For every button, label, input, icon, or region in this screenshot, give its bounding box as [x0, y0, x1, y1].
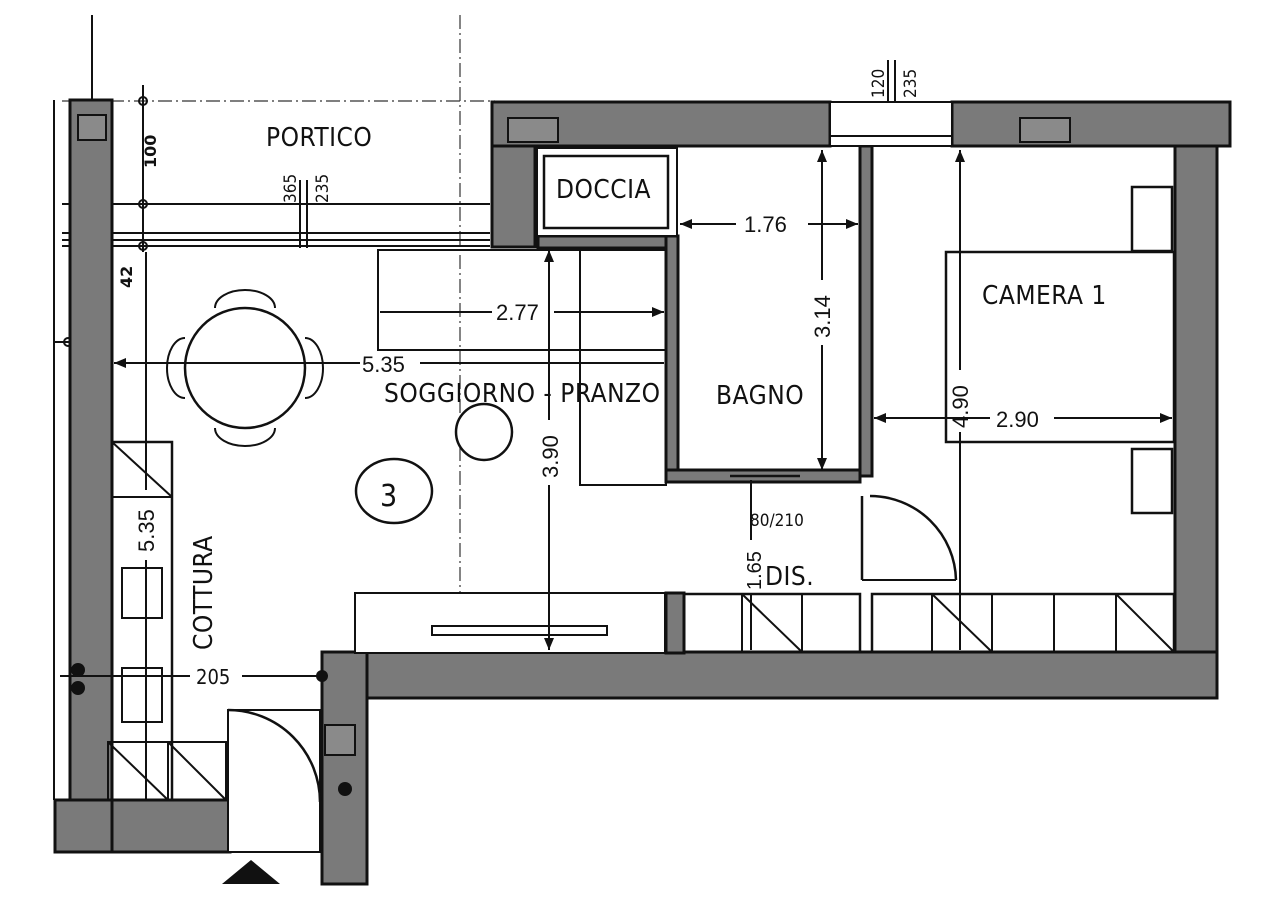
- dim-portico-b: 235: [313, 174, 333, 203]
- bottom-window: [354, 592, 666, 654]
- soggiorno-label: SOGGIORNO - PRANZO: [384, 379, 661, 409]
- dim-wall-42: 42: [117, 266, 136, 288]
- entry-door: [222, 708, 322, 884]
- bagno-label: BAGNO: [716, 381, 804, 411]
- bed: [944, 185, 1176, 515]
- dimension-lines: [60, 150, 1172, 800]
- doccia-box: [536, 147, 678, 237]
- unit-number: 3: [380, 479, 398, 514]
- dim-door-size: 80/210: [750, 511, 804, 531]
- dim-soggiorno-window: 2.77: [496, 300, 539, 325]
- portico-label: PORTICO: [266, 123, 372, 153]
- dim-dis-height: 1.65: [744, 551, 766, 590]
- wardrobes: [682, 592, 1176, 654]
- dim-window-top-b: 235: [901, 69, 921, 98]
- camera-label: CAMERA 1: [982, 281, 1107, 311]
- dim-portico-depth: 100: [141, 135, 160, 168]
- dim-soggiorno-height: 3.90: [538, 435, 563, 478]
- dim-portico-a: 365: [281, 174, 301, 203]
- dim-soggiorno-width: 5.35: [362, 352, 405, 377]
- dim-window-top-a: 120: [869, 69, 889, 98]
- soggiorno-units: [377, 249, 667, 486]
- unit-number-badge: [354, 457, 434, 525]
- dis-label: DIS.: [765, 562, 814, 592]
- top-window: [829, 101, 953, 147]
- doccia-label: DOCCIA: [556, 175, 651, 205]
- dim-camera-height: 4.90: [948, 385, 973, 428]
- labels: PORTICO DOCCIA SOGGIORNO - PRANZO BAGNO …: [117, 69, 1107, 689]
- dim-bagno-width: 1.76: [744, 212, 787, 237]
- walls: [53, 98, 1232, 886]
- dim-entry-width: 205: [196, 665, 230, 689]
- cottura-label: COTTURA: [189, 535, 219, 650]
- kitchen-counter: [107, 440, 227, 802]
- round-stool: [454, 402, 514, 462]
- camera-door: [860, 494, 958, 581]
- dim-camera-width: 2.90: [996, 407, 1039, 432]
- dining-table: [166, 289, 324, 447]
- dim-bagno-height: 3.14: [810, 295, 835, 338]
- dim-cottura-height: 5.35: [134, 509, 159, 552]
